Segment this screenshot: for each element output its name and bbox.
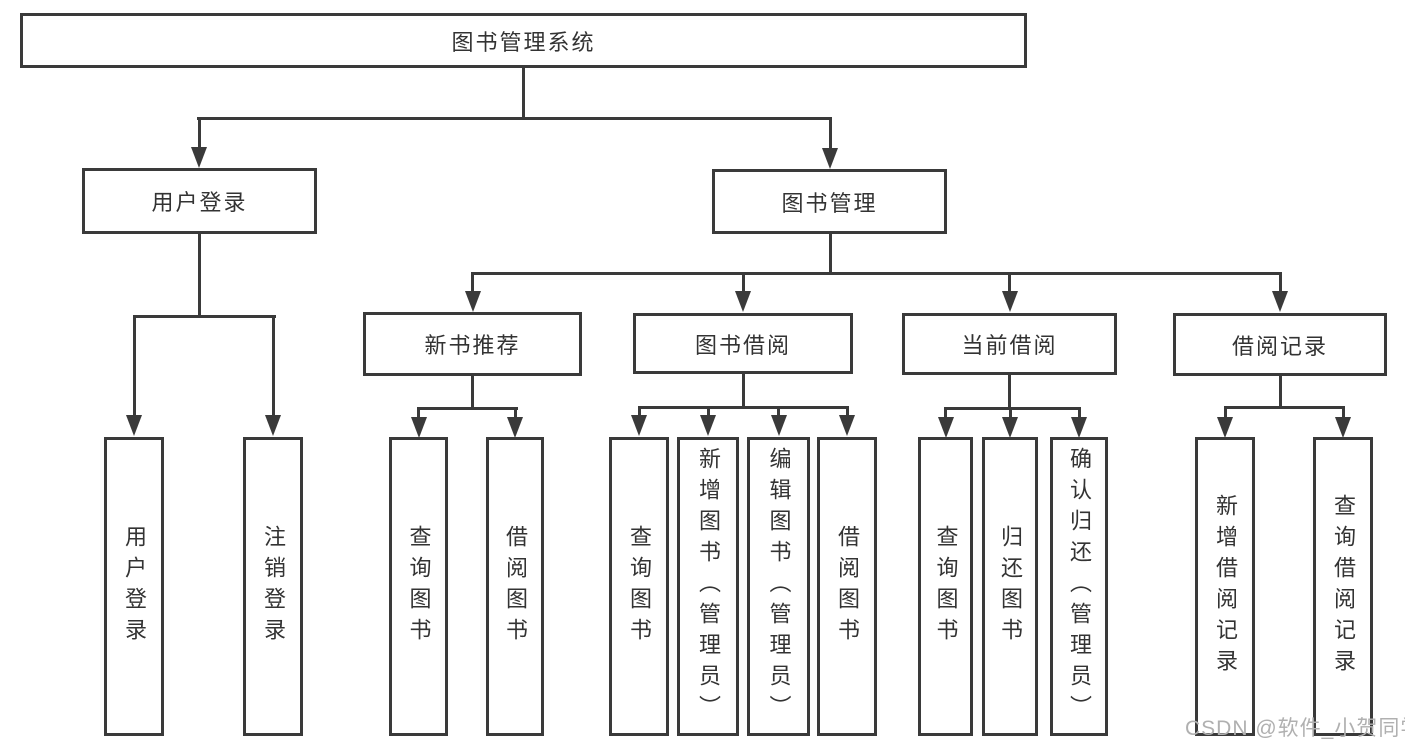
arrow-to-user-login [197,117,201,147]
connector-book-mgmt-stem [828,234,832,275]
node-new-book: 新书推荐 [363,312,582,376]
leaf-br-add-record: 新增借阅记录 [1195,437,1255,736]
node-book-mgmt: 图书管理 [712,169,947,234]
connector-book-mgmt-split [471,272,1282,275]
leaf-cb-return-books: 归还图书 [982,437,1038,736]
arrow-to-nb-borrow [513,407,517,417]
node-user-login-label: 用户登录 [151,190,248,215]
node-book-borrow: 图书借阅 [633,313,853,374]
arrow-to-leaf-user-login [132,315,136,415]
leaf-bb-query-books: 查询图书 [609,437,669,736]
leaf-bb-borrow-books-label: 借阅图书 [835,524,860,649]
connector-new-book-stem [470,376,474,410]
arrow-to-cb-query [944,407,947,417]
csdn-watermark: CSDN @软件_小贺同学 [1185,717,1405,740]
arrow-to-br-add [1223,406,1227,417]
leaf-nb-borrow-books: 借阅图书 [486,437,544,736]
connector-root-split [197,117,832,120]
leaf-cb-query-books: 查询图书 [918,437,973,736]
leaf-user-login: 用户登录 [104,437,164,736]
node-new-book-label: 新书推荐 [424,333,521,358]
node-root-label: 图书管理系统 [451,29,596,55]
leaf-br-query-record-label: 查询借阅记录 [1331,493,1356,680]
connector-new-book-split [417,407,518,410]
node-current-borrow-label: 当前借阅 [961,333,1058,358]
connector-book-borrow-split [637,406,849,409]
leaf-br-query-record: 查询借阅记录 [1313,437,1373,736]
arrow-to-bb-add [706,406,710,415]
node-borrow-record-label: 借阅记录 [1231,333,1328,359]
leaf-nb-query-books-label: 查询图书 [406,524,432,649]
leaf-logout-label: 注销登录 [261,524,286,649]
node-borrow-record: 借阅记录 [1173,313,1387,376]
leaf-nb-query-books: 查询图书 [389,437,448,736]
connector-book-borrow-stem [741,374,745,409]
leaf-logout: 注销登录 [243,437,303,736]
leaf-cb-query-books-label: 查询图书 [933,524,959,649]
leaf-bb-edit-books-admin: 编辑图书（管理员） [747,437,810,736]
node-current-borrow: 当前借阅 [902,313,1117,375]
node-book-mgmt-label: 图书管理 [781,190,878,216]
node-user-login: 用户登录 [82,168,317,234]
node-root: 图书管理系统 [20,13,1027,68]
arrow-to-cb-return [1008,407,1012,417]
leaf-cb-return-books-label: 归还图书 [998,524,1023,649]
arrow-to-book-mgmt [828,117,832,148]
leaf-nb-borrow-books-label: 借阅图书 [503,524,528,649]
leaf-bb-add-books-admin: 新增图书（管理员） [677,437,739,736]
leaf-bb-edit-books-admin-label: 编辑图书（管理员） [766,447,792,726]
leaf-bb-add-books-admin-label: 新增图书（管理员） [696,447,721,726]
leaf-user-login-label: 用户登录 [122,524,147,649]
connector-user-login-stem [197,234,201,318]
arrow-to-cb-confirm [1077,407,1081,417]
leaf-cb-confirm-return-admin-label: 确认归还（管理员） [1067,447,1092,726]
arrow-to-current-borrow [1008,272,1011,291]
connector-borrow-record-stem [1278,376,1282,409]
connector-current-borrow-stem [1008,375,1011,410]
arrow-to-borrow-record [1278,272,1282,291]
leaf-bb-borrow-books: 借阅图书 [817,437,877,736]
node-book-borrow-label: 图书借阅 [694,332,791,358]
arrow-to-bb-borrow [845,406,849,415]
arrow-to-nb-query [417,407,420,417]
arrow-to-leaf-logout [271,315,275,415]
arrow-to-new-book [471,272,474,291]
connector-current-borrow-split [944,407,1080,410]
connector-borrow-record-split [1223,406,1345,409]
leaf-cb-confirm-return-admin: 确认归还（管理员） [1050,437,1108,736]
connector-root-stem [522,68,525,120]
leaf-br-add-record-label: 新增借阅记录 [1213,493,1238,680]
leaf-bb-query-books-label: 查询图书 [627,524,652,649]
connector-user-login-split [132,315,276,318]
arrow-to-bb-query [637,406,641,415]
arrow-to-br-query [1341,406,1345,417]
arrow-to-book-borrow [741,272,745,291]
arrow-to-bb-edit [777,406,780,415]
